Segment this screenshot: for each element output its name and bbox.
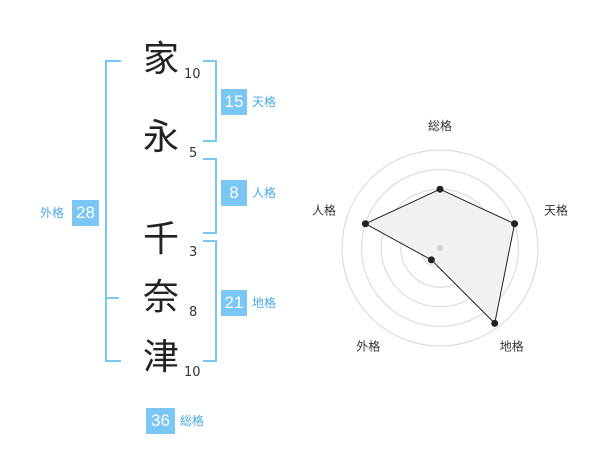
stroke-count-1: 10 bbox=[184, 67, 201, 82]
soukaku-label: 総格 bbox=[180, 414, 205, 428]
radar-axis-label-3: 地格 bbox=[500, 339, 524, 354]
radar-point-2 bbox=[511, 220, 519, 228]
stroke-count-3: 3 bbox=[189, 245, 198, 260]
soukaku-value: 36 bbox=[146, 408, 175, 434]
name-char-4: 奈 bbox=[142, 277, 179, 318]
radar-point-3 bbox=[491, 319, 499, 327]
radar-axis-label-2: 天格 bbox=[544, 202, 568, 217]
radar-ring-1 bbox=[341, 149, 539, 347]
tenkaku-label: 天格 bbox=[252, 95, 277, 109]
name-char-2: 永 bbox=[142, 117, 179, 158]
tenkaku-value: 15 bbox=[221, 89, 247, 115]
jinkaku-label: 人格 bbox=[252, 186, 277, 200]
radar-ring-2 bbox=[361, 169, 519, 327]
radar-point-5 bbox=[361, 220, 369, 228]
gaikaku-bracket-divider bbox=[105, 297, 119, 299]
chikaku-bracket bbox=[203, 240, 217, 362]
stroke-count-5: 10 bbox=[184, 365, 201, 380]
chikaku-label: 地格 bbox=[252, 296, 277, 310]
radar-axis-label-4: 外格 bbox=[356, 339, 380, 354]
radar-polygon bbox=[364, 188, 516, 325]
gaikaku-value: 28 bbox=[72, 200, 99, 226]
gaikaku-bracket bbox=[105, 60, 121, 362]
radar-point-1 bbox=[436, 185, 444, 193]
radar-axis-label-5: 人格 bbox=[312, 202, 336, 217]
stroke-count-2: 5 bbox=[189, 146, 198, 161]
tenkaku-bracket bbox=[203, 60, 217, 142]
chikaku-value: 21 bbox=[221, 290, 247, 316]
radar-center-dot bbox=[437, 245, 443, 251]
stroke-count-4: 8 bbox=[189, 305, 198, 320]
jinkaku-bracket bbox=[203, 158, 217, 234]
radar-axis-label-1: 総格 bbox=[428, 118, 452, 133]
gaikaku-label: 外格 bbox=[40, 206, 65, 220]
name-char-1: 家 bbox=[142, 39, 179, 80]
jinkaku-value: 8 bbox=[221, 180, 247, 206]
name-char-5: 津 bbox=[142, 337, 179, 378]
name-char-3: 千 bbox=[142, 219, 179, 260]
radar-point-4 bbox=[427, 256, 435, 264]
